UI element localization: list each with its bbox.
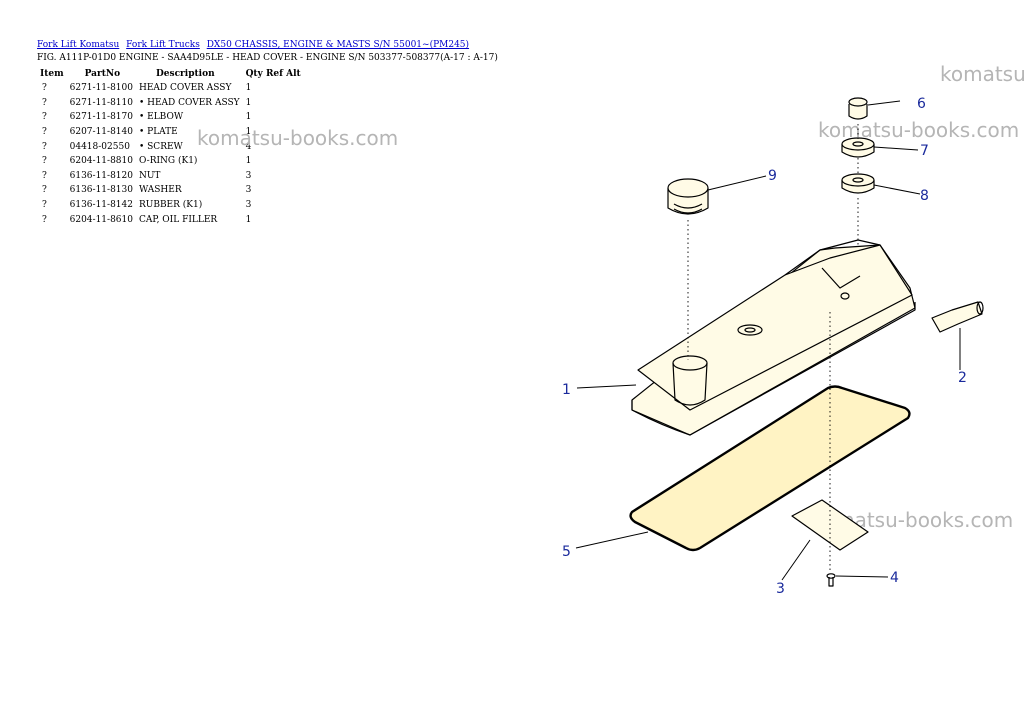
breadcrumb-link-category[interactable]: Fork Lift Trucks	[126, 40, 200, 50]
cell-partno: 6271-11-8170	[69, 112, 133, 123]
cell-qty: 3	[245, 185, 252, 196]
head-cover-part	[631, 239, 916, 436]
callout-8: 8	[920, 188, 929, 204]
cell-qty: 1	[245, 112, 252, 123]
callout-7: 7	[920, 143, 929, 159]
table-row: ? 6136-11-8120 NUT 3	[37, 169, 304, 184]
table-row: ? 6271-11-8100 HEAD COVER ASSY 1	[37, 81, 304, 96]
cell-description: CAP, OIL FILLER	[138, 214, 218, 225]
table-row: ? 04418-02550 • SCREW 4	[37, 139, 304, 154]
header-qty-label: Qty	[245, 68, 263, 79]
cell-partno: 6271-11-8100	[69, 83, 133, 94]
head-cover-diagram: 1 2 3 4 5 6 7 8 9	[562, 96, 984, 597]
cell-item: ?	[42, 112, 47, 123]
callout-9: 9	[768, 168, 777, 184]
cell-item: ?	[42, 156, 47, 167]
table-row: ? 6271-11-8170 • ELBOW 1	[37, 110, 304, 125]
header-qty: Qty Ref Alt	[243, 66, 304, 81]
callout-4: 4	[890, 570, 899, 586]
cell-item: ?	[42, 200, 47, 211]
elbow-part	[931, 301, 984, 333]
cell-description: NUT	[138, 170, 161, 181]
watermark: komatsu-books.com	[197, 126, 399, 150]
screw-part	[826, 573, 836, 587]
cell-item: ?	[42, 170, 47, 181]
cell-item: ?	[42, 214, 47, 225]
table-row: ? 6136-11-8130 WASHER 3	[37, 183, 304, 198]
header-item: Item	[40, 68, 64, 79]
cell-qty: 3	[245, 170, 252, 181]
table-row: ? 6271-11-8110 • HEAD COVER ASSY 1	[37, 96, 304, 111]
rubber-part	[841, 173, 875, 194]
nut-part	[848, 97, 868, 120]
cell-partno: 6136-11-8120	[69, 170, 133, 181]
cell-partno: 04418-02550	[69, 141, 130, 152]
leader-lines	[575, 100, 961, 581]
table-row: ? 6204-11-8810 O-RING (K1) 1	[37, 154, 304, 169]
cell-partno: 6204-11-8610	[69, 214, 133, 225]
cell-description: • ELBOW	[138, 112, 184, 123]
cell-partno: 6271-11-8110	[69, 97, 133, 108]
callout-3: 3	[776, 581, 785, 597]
washer-part	[841, 137, 875, 158]
cell-qty: 1	[245, 83, 252, 94]
cell-qty: 1	[245, 97, 252, 108]
cell-item: ?	[42, 83, 47, 94]
cell-partno: 6136-11-8142	[69, 200, 133, 211]
header-ref-label: Ref	[265, 68, 284, 79]
header-description: Description	[155, 68, 215, 79]
callout-2: 2	[958, 370, 967, 386]
cell-partno: 6207-11-8140	[69, 127, 133, 138]
callout-5: 5	[562, 544, 571, 560]
cell-qty: 3	[245, 200, 252, 211]
cell-qty: 1	[245, 127, 252, 138]
parts-table-header: Item PartNo Description Qty Ref Alt	[37, 66, 304, 81]
cell-qty: 4	[245, 141, 252, 152]
table-row: ? 6136-11-8142 RUBBER (K1) 3	[37, 198, 304, 213]
breadcrumb-link-model[interactable]: DX50 CHASSIS, ENGINE & MASTS S/N 55001~(…	[206, 40, 470, 50]
cell-description: HEAD COVER ASSY	[138, 83, 232, 94]
cell-item: ?	[42, 127, 47, 138]
cell-description: RUBBER (K1)	[138, 200, 203, 211]
callout-6: 6	[917, 96, 926, 112]
oil-filler-cap-part	[667, 178, 709, 215]
cell-item: ?	[42, 141, 47, 152]
cell-description: • SCREW	[138, 141, 183, 152]
gasket-part	[629, 385, 911, 552]
header-partno: PartNo	[84, 68, 121, 79]
watermark: komatsu	[940, 62, 1024, 86]
parts-table: Item PartNo Description Qty Ref Alt ? 627…	[37, 66, 304, 227]
cell-partno: 6204-11-8810	[69, 156, 133, 167]
breadcrumb-link-brand[interactable]: Fork Lift Komatsu	[37, 40, 120, 50]
cell-qty: 1	[245, 214, 252, 225]
callout-1: 1	[562, 382, 571, 398]
header-alt-label: Alt	[286, 68, 301, 79]
cell-qty: 1	[245, 156, 252, 167]
cell-description: O-RING (K1)	[138, 156, 198, 167]
cell-item: ?	[42, 185, 47, 196]
cell-description: WASHER	[138, 185, 182, 196]
figure-title: FIG. A111P-01D0 ENGINE - SAA4D95LE - HEA…	[37, 53, 498, 63]
cell-partno: 6136-11-8130	[69, 185, 133, 196]
table-row: ? 6207-11-8140 • PLATE 1	[37, 125, 304, 140]
breadcrumb: Fork Lift Komatsu Fork Lift Trucks DX50 …	[37, 40, 473, 50]
cell-description: • HEAD COVER ASSY	[138, 97, 240, 108]
table-row: ? 6204-11-8610 CAP, OIL FILLER 1	[37, 212, 304, 227]
cell-item: ?	[42, 97, 47, 108]
center-lines	[687, 124, 859, 572]
cell-description: • PLATE	[138, 127, 178, 138]
